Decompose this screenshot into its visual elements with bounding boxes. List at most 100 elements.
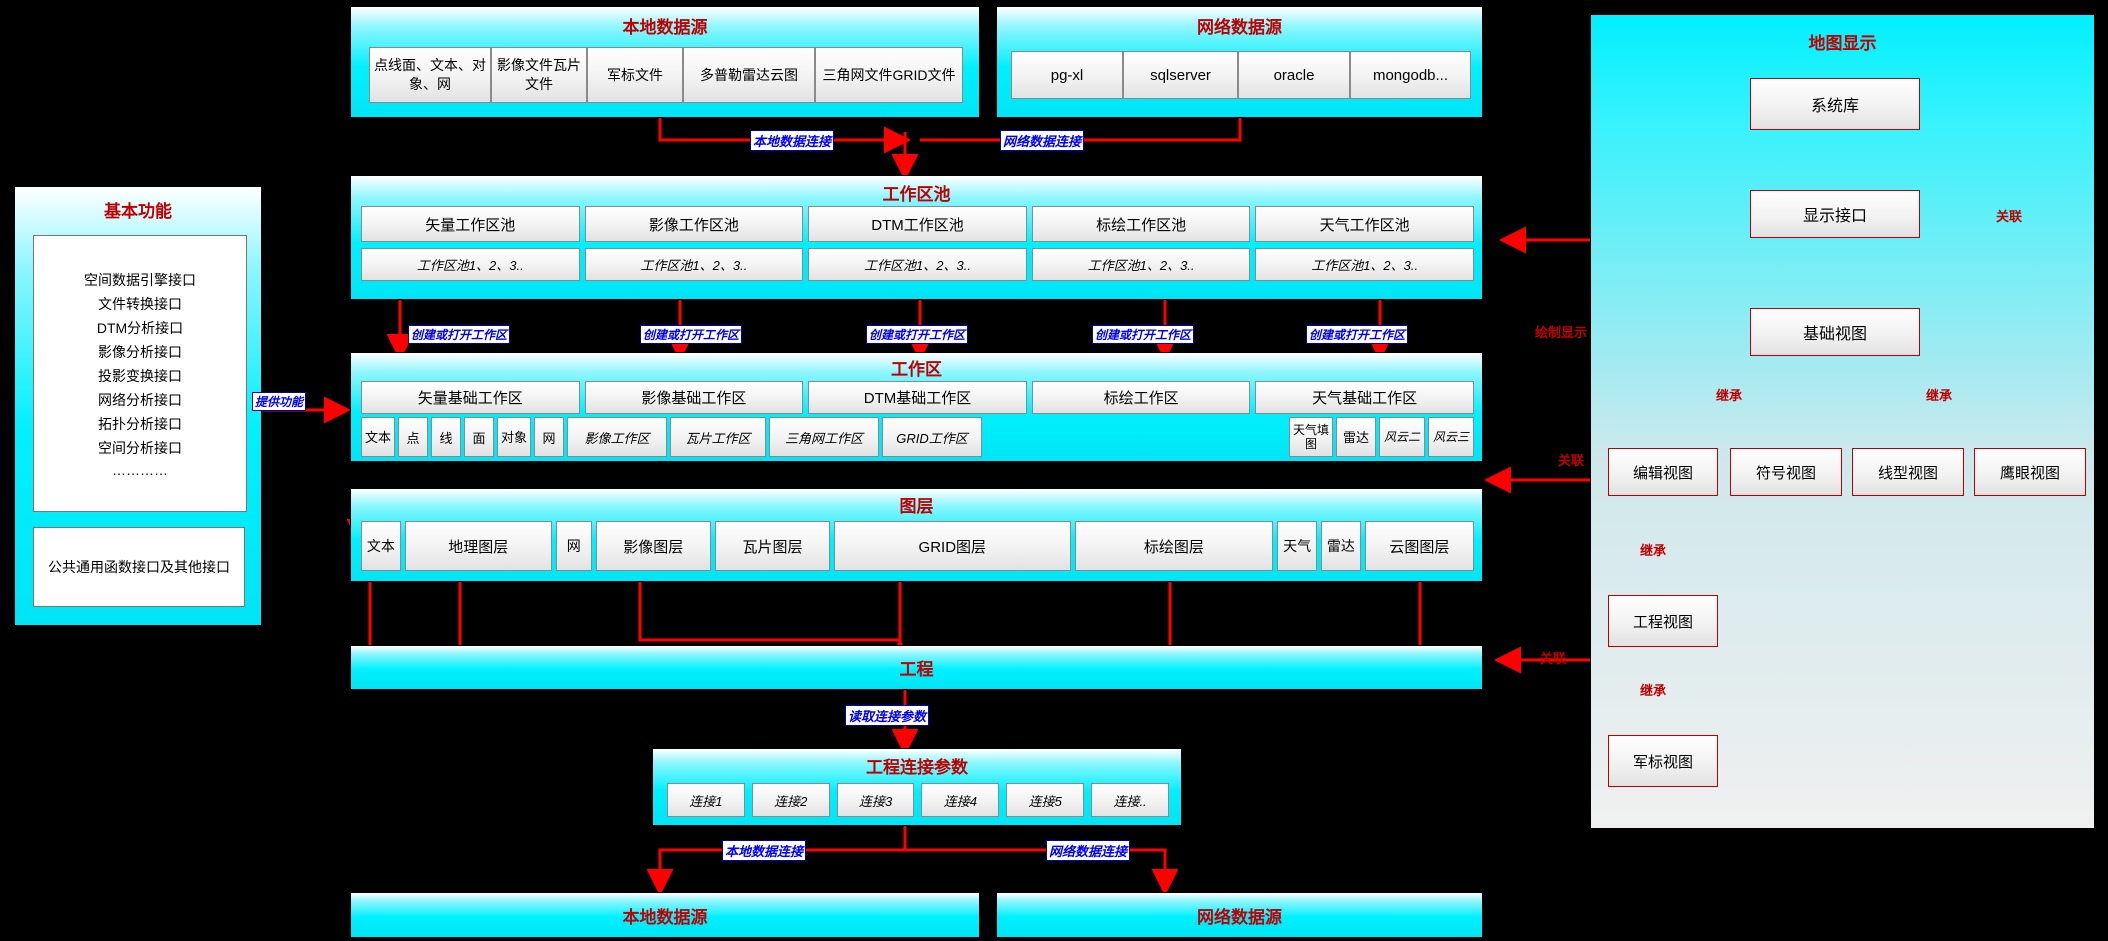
project-panel: 工程 [350,645,1483,690]
workarea-col[interactable]: 标绘工作区 [1031,381,1251,414]
basic-list-item[interactable]: 网络分析接口 [98,391,182,408]
basic-list-item[interactable]: 空间分析接口 [98,439,182,456]
local-source-item[interactable]: 影像文件瓦片文件 [491,47,587,103]
conn-item[interactable]: 连接5 [1006,783,1085,817]
local-source-item[interactable]: 多普勒雷达云图 [683,47,815,103]
local-data-source-top: 本地数据源 点线面、文本、对象、网 影像文件瓦片文件 军标文件 多普勒雷达云图 … [350,6,980,118]
edge-label-local-conn-bottom: 本地数据连接 [722,840,807,861]
layer-item[interactable]: 云图图层 [1364,521,1475,571]
local-source-item[interactable]: 军标文件 [587,47,683,103]
pool-sub[interactable]: 工作区池1、2、3.. [1255,248,1474,281]
wa-small[interactable]: 点 [398,417,428,457]
edge-label-local-conn-top: 本地数据连接 [750,130,835,151]
project-conn-params-panel: 工程连接参数 连接1 连接2 连接3 连接4 连接5 连接.. [652,748,1182,826]
node-project-view[interactable]: 工程视图 [1608,595,1718,647]
node-line-view[interactable]: 线型视图 [1852,448,1964,496]
wa-small[interactable]: 对象 [497,417,531,457]
net-source-item[interactable]: mongodb... [1350,51,1471,99]
basic-list-item[interactable]: DTM分析接口 [96,319,184,336]
node-base-view[interactable]: 基础视图 [1750,308,1920,356]
wa-small[interactable]: 雷达 [1336,417,1376,457]
node-eagle-view[interactable]: 鹰眼视图 [1974,448,2086,496]
basic-functions-list: 空间数据引擎接口 文件转换接口 DTM分析接口 影像分析接口 投影变换接口 网络… [33,235,247,512]
conn-item[interactable]: 连接1 [667,783,745,817]
wa-small[interactable]: 线 [431,417,461,457]
wa-small[interactable]: 天气填图 [1289,417,1333,457]
layer-item[interactable]: 天气 [1277,521,1317,571]
basic-functions-other[interactable]: 公共通用函数接口及其他接口 [33,527,245,607]
layer-item[interactable]: 瓦片图层 [714,521,831,571]
basic-list-item[interactable]: 文件转换接口 [98,295,182,312]
map-display-title: 地图显示 [1808,34,1877,53]
conn-item[interactable]: 连接4 [921,783,1000,817]
edge-label-create-open-5: 创建或打开工作区 [1306,325,1409,344]
node-symbol-view[interactable]: 符号视图 [1730,448,1842,496]
layers-title: 图层 [899,497,934,516]
edge-label-create-open-3: 创建或打开工作区 [866,325,969,344]
wa-small[interactable]: 三角网工作区 [769,417,879,457]
basic-list-item[interactable]: 拓扑分析接口 [98,415,182,432]
basic-list-item[interactable]: ………… [112,461,168,478]
map-display-panel: 地图显示 [1590,14,2095,829]
layer-item[interactable]: 雷达 [1320,521,1361,571]
wa-small[interactable]: 风云二 [1379,417,1425,457]
conn-item[interactable]: 连接.. [1091,783,1169,817]
workarea-panel: 工作区 矢量基础工作区 影像基础工作区 DTM基础工作区 标绘工作区 天气基础工… [350,352,1483,462]
local-source-item[interactable]: 三角网文件GRID文件 [815,47,963,103]
pool-sub[interactable]: 工作区池1、2、3.. [361,248,580,281]
pool-sub[interactable]: 工作区池1、2、3.. [808,248,1027,281]
layer-item[interactable]: 影像图层 [595,521,711,571]
edge-label-provide: 提供功能 [252,392,307,411]
layer-item[interactable]: 地理图层 [404,521,552,571]
workarea-title: 工作区 [891,360,942,379]
pool-col[interactable]: 天气工作区池 [1255,206,1474,242]
wa-small[interactable]: 文本 [361,417,395,457]
pool-sub[interactable]: 工作区池1、2、3.. [1031,248,1251,281]
edge-label-create-open-2: 创建或打开工作区 [640,325,743,344]
wa-small[interactable]: 面 [464,417,494,457]
node-display-interface[interactable]: 显示接口 [1750,190,1920,238]
workarea-col[interactable]: 矢量基础工作区 [361,381,580,414]
edge-label-create-open-4: 创建或打开工作区 [1092,325,1195,344]
layer-item[interactable]: GRID图层 [834,521,1071,571]
pool-sub[interactable]: 工作区池1、2、3.. [584,248,804,281]
node-edit-view[interactable]: 编辑视图 [1608,448,1718,496]
wa-small[interactable]: 影像工作区 [567,417,667,457]
net-source-item[interactable]: pg-xl [1011,51,1123,99]
edge-label-net-conn-top: 网络数据连接 [1000,130,1085,151]
layer-item[interactable]: 网 [555,521,592,571]
edge-label-net-conn-bottom: 网络数据连接 [1046,840,1131,861]
edge-label-relate-3: 关联 [1540,651,1567,666]
basic-list-item[interactable]: 投影变换接口 [98,367,182,384]
workarea-col[interactable]: 天气基础工作区 [1255,381,1474,414]
wa-small[interactable]: GRID工作区 [882,417,982,457]
pool-col[interactable]: 标绘工作区池 [1031,206,1251,242]
pool-col[interactable]: DTM工作区池 [808,206,1027,242]
workarea-col[interactable]: 影像基础工作区 [584,381,804,414]
basic-list-item[interactable]: 影像分析接口 [98,343,182,360]
basic-list-item[interactable]: 空间数据引擎接口 [84,271,196,288]
pool-col[interactable]: 影像工作区池 [584,206,804,242]
node-system-library[interactable]: 系统库 [1750,78,1920,130]
conn-item[interactable]: 连接3 [836,783,915,817]
wa-small[interactable]: 风云三 [1428,417,1474,457]
pool-col[interactable]: 矢量工作区池 [361,206,580,242]
edge-label-inherit-2: 继承 [1926,388,1953,403]
wa-small[interactable]: 网 [534,417,564,457]
wa-small[interactable]: 瓦片工作区 [670,417,766,457]
conn-item[interactable]: 连接2 [751,783,830,817]
net-source-item[interactable]: sqlserver [1123,51,1238,99]
local-data-source-bottom: 本地数据源 [350,892,980,938]
edge-label-inherit-1: 继承 [1716,388,1743,403]
network-data-source-bottom: 网络数据源 [996,892,1483,938]
network-data-source-top-title: 网络数据源 [1197,18,1282,37]
network-data-source-bottom-title: 网络数据源 [1197,907,1282,927]
local-source-item[interactable]: 点线面、文本、对象、网 [369,47,491,103]
layer-item[interactable]: 标绘图层 [1074,521,1274,571]
project-title: 工程 [899,660,934,679]
node-military-view[interactable]: 军标视图 [1608,735,1718,787]
layer-item[interactable]: 文本 [361,521,401,571]
workarea-col[interactable]: DTM基础工作区 [808,381,1027,414]
workarea-pool-panel: 工作区池 矢量工作区池 影像工作区池 DTM工作区池 标绘工作区池 天气工作区池… [350,175,1483,300]
net-source-item[interactable]: oracle [1238,51,1350,99]
